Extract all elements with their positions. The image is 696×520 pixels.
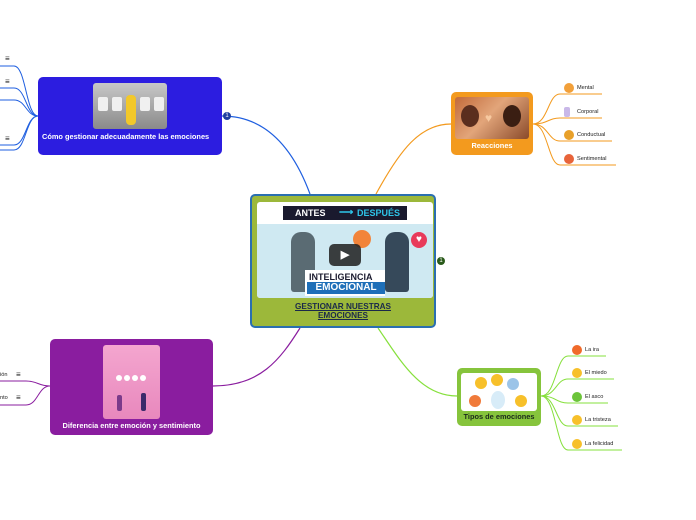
sad-emoji-icon — [572, 415, 582, 425]
node-reacciones[interactable]: ♥ Reacciones — [451, 92, 533, 155]
after-label: DESPUÉS — [357, 208, 401, 218]
leaf-asco[interactable]: El asco — [572, 392, 603, 402]
leaf-mental[interactable]: Mental — [564, 83, 594, 93]
before-label: ANTES — [295, 208, 326, 218]
reacciones-title: Reacciones — [471, 141, 513, 150]
leaf-label: Sentimental — [577, 156, 607, 162]
brain-icon — [564, 83, 574, 93]
leaf-label: Corporal — [577, 109, 599, 115]
link-reacciones — [375, 123, 452, 195]
emoji-surprised-icon — [475, 377, 487, 389]
collapse-icon[interactable]: 1 — [223, 112, 231, 120]
leaf-label: El miedo — [585, 370, 607, 376]
node-diferencia[interactable]: Diferencia entre emoción y sentimiento — [50, 339, 213, 435]
leaf-felicidad[interactable]: La felicidad — [572, 439, 613, 449]
tipos-title: Tipos de emociones — [463, 412, 535, 421]
gestionar-title: Cómo gestionar adecuadamente las emocion… — [42, 132, 210, 141]
diferencia-image — [103, 345, 160, 419]
notes-icon[interactable]: ≡ — [5, 134, 10, 143]
leaf-label: La tristeza — [585, 417, 611, 423]
image-title-2: EMOCIONAL — [307, 282, 385, 294]
notes-icon[interactable]: ≡ — [16, 393, 21, 402]
fear-emoji-icon — [572, 368, 582, 378]
brain-icon — [353, 230, 371, 248]
notes-icon[interactable]: ≡ — [16, 370, 21, 379]
person-right — [385, 232, 409, 292]
happy-emoji-icon — [572, 439, 582, 449]
node-tipos[interactable]: Tipos de emociones — [457, 368, 541, 426]
leaf-label: La ira — [585, 347, 599, 353]
diferencia-title: Diferencia entre emoción y sentimiento — [62, 421, 201, 430]
heart-icon — [564, 154, 574, 164]
leaf-label: nto — [0, 395, 8, 401]
emoji-sad-icon — [515, 395, 527, 407]
arrow-icon: ⟶ — [339, 207, 354, 218]
leaf-label: Conductual — [577, 132, 606, 138]
leaf-partial[interactable]: nto — [0, 395, 8, 401]
node-gestionar[interactable]: Cómo gestionar adecuadamente las emocion… — [38, 77, 222, 155]
angry-emoji-icon — [572, 345, 582, 355]
link-gestionar — [221, 115, 311, 195]
notes-icon[interactable]: ≡ — [5, 77, 10, 86]
leaf-conductual[interactable]: Conductual — [564, 130, 605, 140]
leaf-label: ión — [0, 372, 8, 378]
leaf-partial[interactable]: ión — [0, 372, 7, 378]
leaf-label: El asco — [585, 394, 604, 400]
leaf-label: La felicidad — [585, 441, 614, 447]
leaf-ira[interactable]: La ira — [572, 345, 599, 355]
central-title: GESTIONAR NUESTRAS EMOCIONES — [295, 302, 391, 320]
notes-icon[interactable]: ≡ — [5, 54, 10, 63]
leaf-tristeza[interactable]: La tristeza — [572, 415, 611, 425]
tipos-image — [461, 373, 537, 411]
central-node[interactable]: ANTES ⟶ DESPUÉS ♥ ▶ INTELIGENCIA EMOCION… — [250, 194, 436, 328]
emoji-fear-icon — [507, 378, 519, 390]
character-icon — [491, 391, 505, 409]
emoji-laugh-icon — [491, 374, 503, 386]
link-diferencia — [212, 327, 301, 387]
disgust-emoji-icon — [572, 392, 582, 402]
image-title-1: INTELIGENCIA — [309, 272, 373, 282]
leaf-label: Mental — [577, 85, 594, 91]
leaf-sentimental[interactable]: Sentimental — [564, 154, 607, 164]
leaf-corporal[interactable]: Corporal — [564, 107, 598, 117]
emoji-angry-icon — [469, 395, 481, 407]
leaf-miedo[interactable]: El miedo — [572, 368, 607, 378]
face-icon — [564, 130, 574, 140]
play-icon[interactable]: ▶ — [329, 244, 361, 266]
central-image: ANTES ⟶ DESPUÉS ♥ ▶ INTELIGENCIA EMOCION… — [257, 202, 433, 298]
collapse-icon[interactable]: 1 — [437, 257, 445, 265]
person-icon — [564, 107, 570, 117]
heart-icon: ♥ — [411, 232, 427, 248]
reacciones-image: ♥ — [455, 97, 529, 139]
link-tipos — [377, 327, 458, 397]
gestionar-image — [93, 83, 167, 129]
